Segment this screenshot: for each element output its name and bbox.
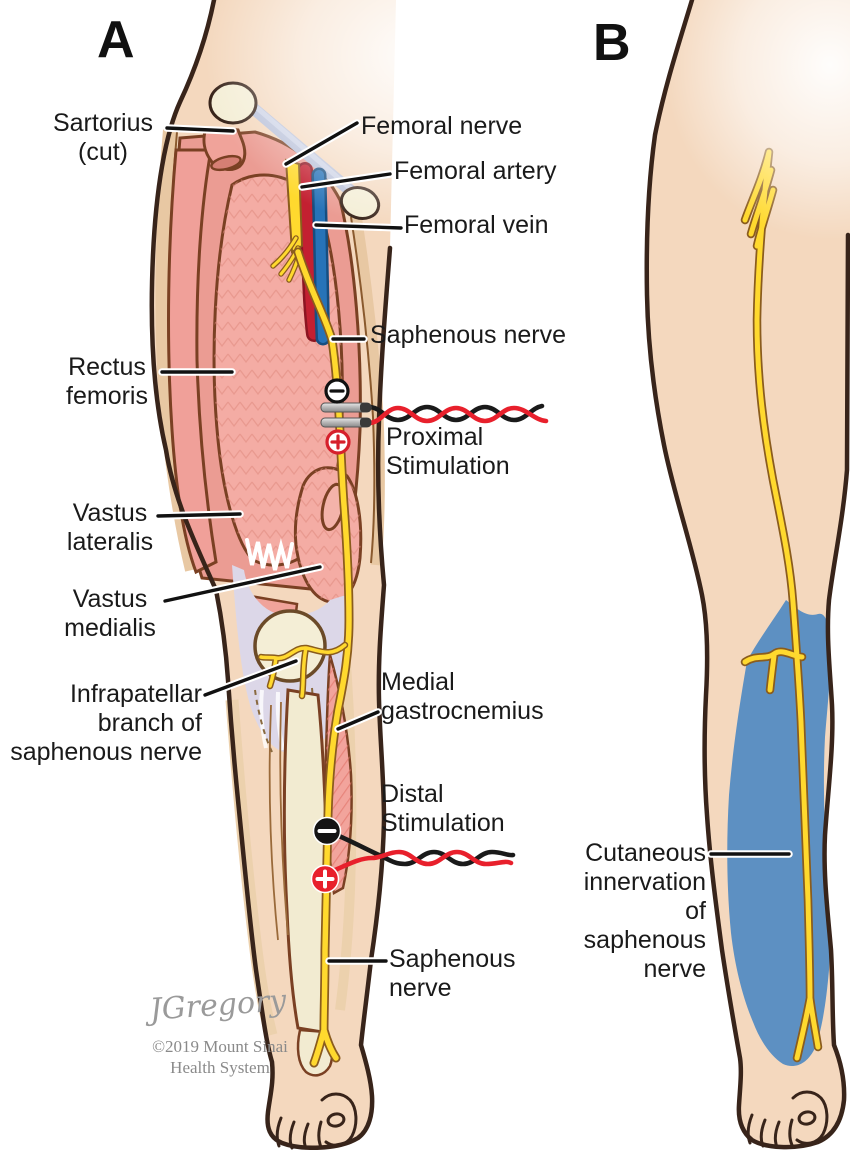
leader-infrapatellar [203,659,298,697]
proximal-positive-electrode-icon [325,429,351,455]
proximal-wire-black [366,403,545,423]
label-femoral-vein: Femoral vein [404,211,549,239]
skin-cut-edge-right [350,216,376,564]
tendon-fringe [245,538,294,571]
skin-cut-strip-shin-right [335,649,357,1011]
label-infrapatellar: Infrapatellar branch of saphenous nerve [10,680,202,766]
needle-1-hub [360,403,371,412]
saphenous-nerve-a [257,247,354,1068]
label-sartorius: Sartorius (cut) [52,109,154,166]
leader-femoral-artery [300,172,392,189]
proximal-stimulation-assembly [320,378,549,455]
leader-vastus-lateralis [156,512,242,518]
leader-sartorius [165,126,235,133]
panel-a-leg [149,0,400,1150]
distal-stimulation-assembly [310,816,516,894]
leader-femoral-nerve [284,121,359,166]
label-saphenous-nerve-upper: Saphenous nerve [370,321,566,349]
label-proximal-stimulation: Proximal Stimulation [386,423,510,480]
leader-lines [154,119,793,965]
sartorius-cut-face [210,154,242,172]
distal-wire-red [332,849,514,873]
proximal-wire-red [366,405,549,426]
leader-gastrocnemius [336,710,380,731]
leader-vastus-medialis [163,565,322,603]
label-vastus-medialis: Vastus medialis [64,585,156,642]
label-cutaneous-innervation: Cutaneous innervation of saphenous nerve [583,839,706,983]
needle-2-hub [360,418,371,427]
label-medial-gastrocnemius: Medial gastrocnemius [381,668,544,725]
foot-a-toes [275,1092,358,1150]
leg-a-outline [149,0,393,1150]
leader-femoral-vein [314,223,403,230]
foot-b-toes [746,1090,829,1149]
label-saphenous-nerve-lower: Saphenous nerve [389,945,516,1002]
vastus-lateralis [167,148,218,575]
hip-fade [205,0,400,230]
label-distal-stimulation: Distal Stimulation [381,780,505,837]
distal-negative-electrode-icon [312,816,342,846]
label-vastus-lateralis: Vastus lateralis [66,499,154,556]
saphenous-nerve-trunk [295,249,352,1066]
panel-b-letter: B [593,14,631,72]
hip-fade-b [665,0,850,240]
panel-a-letter: A [97,11,135,69]
distal-positive-electrode-icon [310,864,340,894]
panel-b-leg [644,0,850,1150]
proximal-negative-electrode-icon [324,378,350,404]
label-femoral-nerve: Femoral nerve [361,112,523,140]
label-rectus-femoris: Rectus femoris [66,353,148,410]
leader-strokes [156,121,791,963]
infrapatellar-branch [259,643,347,698]
shin-tendon-lines [268,701,289,941]
leg-b-outline [644,0,850,1150]
label-femoral-artery: Femoral artery [394,157,557,185]
copyright-notice: ©2019 Mount Sinai Health System [152,1037,288,1077]
